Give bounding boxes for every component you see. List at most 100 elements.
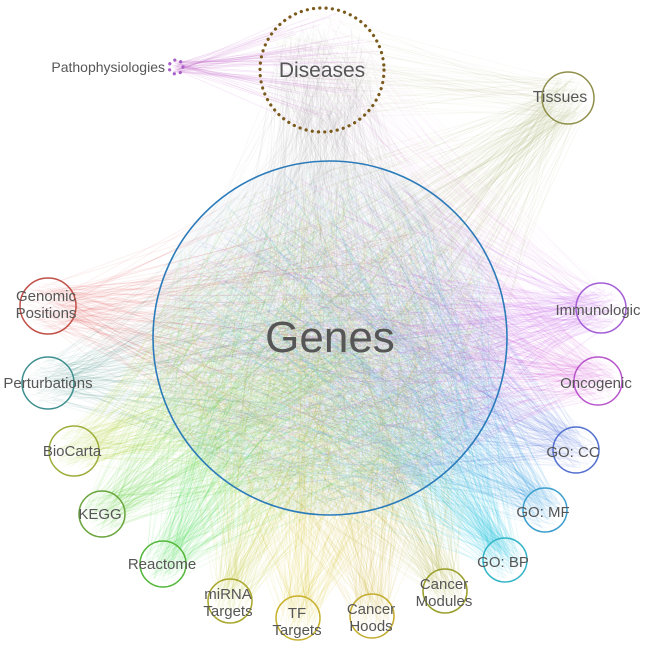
edge-line bbox=[71, 455, 317, 473]
edge-line bbox=[278, 430, 508, 554]
edge-line bbox=[64, 309, 295, 441]
edge-line bbox=[268, 36, 321, 431]
edge-line bbox=[164, 419, 338, 556]
edge-line bbox=[162, 397, 300, 554]
edge-line bbox=[36, 288, 454, 394]
edge-line bbox=[244, 457, 346, 596]
edge-line bbox=[406, 245, 502, 559]
edge-line bbox=[434, 425, 505, 579]
edge-line bbox=[200, 398, 538, 510]
edge-line bbox=[165, 397, 487, 576]
edge-line bbox=[148, 442, 300, 563]
edge-line bbox=[387, 359, 400, 615]
edge-line bbox=[225, 203, 520, 553]
edge-line bbox=[317, 251, 618, 380]
edge-line bbox=[305, 104, 313, 380]
edge-line bbox=[282, 361, 461, 597]
edge-line bbox=[214, 296, 258, 606]
edge-line bbox=[234, 462, 371, 623]
edge-line bbox=[367, 42, 551, 91]
edge-line bbox=[418, 114, 581, 302]
edge-line bbox=[394, 325, 608, 386]
edge-line bbox=[299, 177, 603, 387]
edge-line bbox=[368, 76, 567, 118]
edge-line bbox=[331, 263, 378, 623]
edge-line bbox=[418, 391, 578, 464]
edge-line bbox=[419, 443, 550, 518]
edge-line bbox=[80, 251, 370, 465]
edge-line bbox=[254, 261, 613, 374]
edge-line bbox=[212, 336, 570, 450]
edge-line bbox=[49, 302, 257, 425]
edge-line bbox=[282, 491, 313, 617]
edge-line bbox=[445, 378, 585, 460]
edge-line bbox=[229, 213, 300, 608]
edge-line bbox=[87, 407, 420, 502]
edge-line bbox=[87, 313, 324, 510]
edge-line bbox=[342, 73, 478, 312]
edge-line bbox=[258, 94, 359, 314]
edge-line bbox=[194, 47, 331, 438]
edge-line bbox=[377, 180, 586, 442]
edge-line bbox=[212, 345, 379, 607]
edge-line bbox=[470, 376, 580, 432]
edge-line bbox=[55, 309, 433, 451]
edge-line bbox=[303, 488, 455, 601]
edge-line bbox=[222, 301, 502, 543]
edge-line bbox=[90, 451, 359, 502]
edge-line bbox=[214, 246, 390, 599]
edge-line bbox=[370, 391, 453, 597]
edge-line bbox=[149, 286, 185, 552]
edge-line bbox=[281, 208, 603, 370]
edge-bundle-tf_targets-genes bbox=[171, 169, 491, 637]
edge-line bbox=[414, 240, 463, 599]
edge-line bbox=[316, 89, 330, 499]
edge-line bbox=[60, 297, 215, 391]
edge-line bbox=[329, 67, 453, 308]
edge-line bbox=[413, 212, 535, 519]
edge-line bbox=[352, 401, 556, 525]
edge-line bbox=[306, 414, 356, 621]
edge-line bbox=[161, 465, 387, 582]
edge-line bbox=[340, 23, 560, 94]
edge-line bbox=[439, 117, 574, 238]
edge-line bbox=[80, 331, 392, 471]
edge-line bbox=[225, 67, 372, 268]
edge-line bbox=[283, 367, 443, 575]
edge-line bbox=[175, 68, 304, 126]
node-label-line: Reactome bbox=[128, 556, 196, 573]
edge-line bbox=[265, 109, 587, 281]
edge-line bbox=[249, 432, 372, 602]
edge-line bbox=[153, 241, 432, 576]
edge-line bbox=[220, 393, 406, 615]
edge-line bbox=[267, 324, 506, 560]
edge-line bbox=[172, 315, 282, 622]
edge-line bbox=[37, 323, 290, 362]
edge-line bbox=[290, 179, 548, 496]
node-circle-pathophysiologies[interactable] bbox=[167, 58, 185, 76]
edge-line bbox=[184, 47, 334, 296]
edge-line bbox=[395, 82, 568, 225]
edge-line bbox=[233, 413, 513, 568]
edge-line bbox=[328, 45, 448, 223]
edge-line bbox=[412, 328, 513, 543]
edge-line bbox=[346, 252, 460, 599]
edge-line bbox=[239, 21, 303, 475]
edge-line bbox=[413, 269, 510, 544]
edge-line bbox=[166, 284, 459, 553]
edge-line bbox=[482, 363, 558, 503]
edge-line bbox=[421, 273, 575, 453]
edge-line bbox=[334, 221, 603, 371]
edge-line bbox=[274, 62, 286, 306]
edge-line bbox=[191, 356, 510, 559]
edge-line bbox=[339, 113, 497, 364]
edge-line bbox=[295, 303, 407, 634]
edge-line bbox=[443, 98, 552, 252]
edge-line bbox=[300, 403, 339, 613]
edge-line bbox=[177, 46, 335, 66]
edge-line bbox=[355, 232, 406, 609]
edge-line bbox=[229, 104, 582, 380]
edge-line bbox=[275, 375, 611, 481]
edge-line bbox=[58, 229, 332, 385]
node-label-line: Positions bbox=[16, 305, 77, 322]
